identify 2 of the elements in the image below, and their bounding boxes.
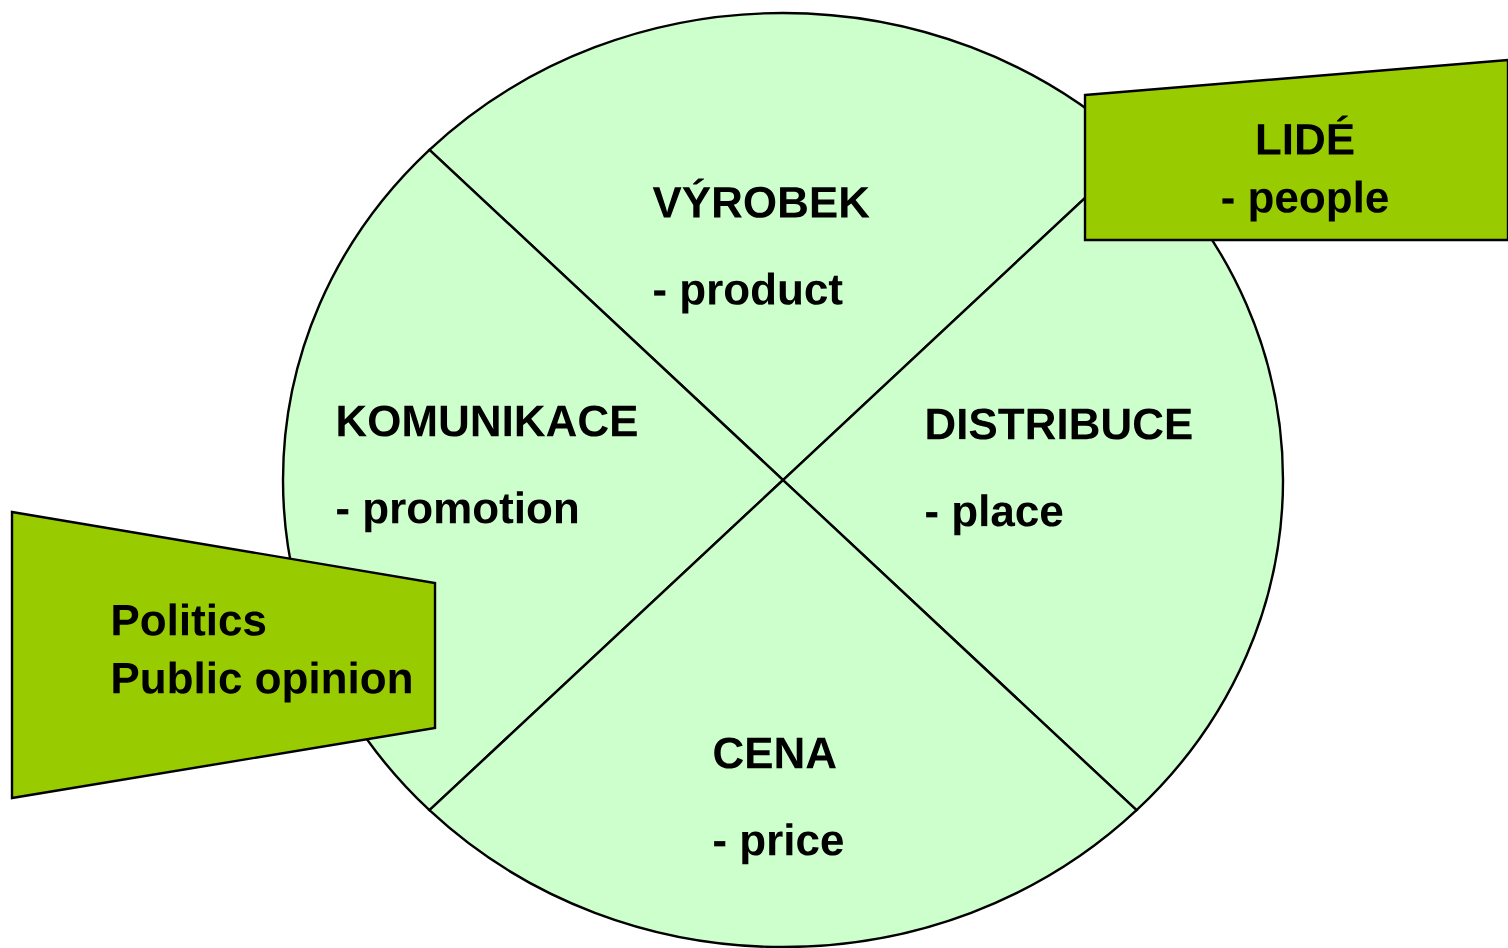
label-box: LIDÉ - people xyxy=(1083,58,1508,242)
node-label: - price xyxy=(714,823,843,865)
